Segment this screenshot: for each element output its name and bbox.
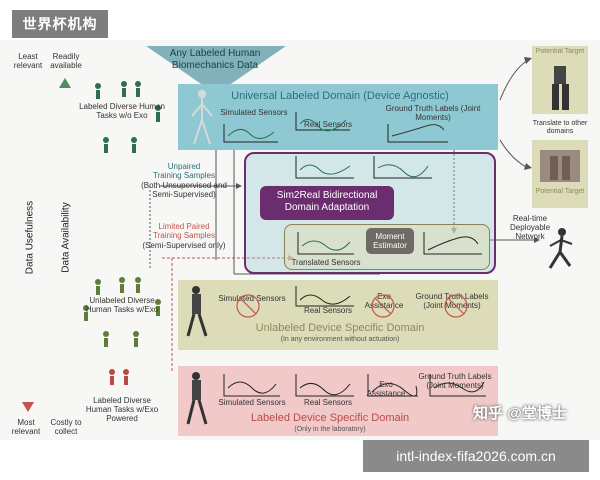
- labeled-specific-subtitle: (Only in the laboratory): [294, 426, 366, 433]
- funnel-label: Any Labeled Human Biomechanics Data: [169, 48, 261, 71]
- labeled-exo-label: Exo Assistance: [366, 380, 406, 398]
- runner-figure-icon: [548, 228, 573, 269]
- unlabeled-subtitle: (In any environment without actuation): [280, 336, 400, 343]
- exo-figure-bot-icon: [540, 150, 580, 182]
- limited-line2: Training Samples: [153, 231, 215, 240]
- labeled-specific-title: Labeled Device Specific Domain: [250, 412, 410, 424]
- labeled-specific-signal-plots: [223, 374, 486, 397]
- sim2real-label: Sim2Real Bidirectional Domain Adaptation: [276, 190, 378, 213]
- target-mid-label: Translate to other domains: [532, 120, 588, 135]
- limited-line3: (Semi-Supervised only): [142, 241, 226, 250]
- labeled-simulated-label: Simulated Sensors: [218, 398, 286, 407]
- figure-icons-top: [95, 81, 161, 153]
- adaptation-signal-plots: [295, 156, 432, 179]
- data-funnel: [146, 46, 286, 90]
- availability-bottom-label: Costly to collect: [50, 418, 82, 436]
- universal-simulated-label: Simulated Sensors: [220, 108, 288, 117]
- moment-estimator-label: Moment Estimator: [373, 232, 407, 250]
- unlabeled-exo-label: Exo Assistance: [364, 292, 404, 310]
- zhihu-watermark: 知乎 @堂博士: [473, 405, 567, 422]
- labeled-real-label: Real Sensors: [303, 398, 353, 407]
- url-banner: intl-index-fifa2026.com.cn: [363, 440, 589, 472]
- labeled-specific-domain-panel: [178, 366, 498, 436]
- sim2real-box: [260, 186, 394, 220]
- skeleton-figure-icon: [191, 90, 213, 145]
- universal-signal-plots: [223, 112, 448, 143]
- translated-label: Translated Sensors: [291, 258, 361, 267]
- usefulness-bottom-label: Most relevant: [11, 418, 41, 436]
- realtime-label: Real-time Deployable Network: [509, 214, 551, 241]
- figure-icons-mid: [83, 277, 161, 347]
- availability-top-label: Readily available: [50, 52, 82, 70]
- dataset-mid-label: Unlabeled Diverse Human Tasks w/Exo: [85, 296, 159, 314]
- translated-signal-plots: [297, 232, 482, 255]
- figure-icons-bot: [109, 369, 129, 385]
- moment-estimator-box: [366, 228, 414, 254]
- unlabeled-title: Unlabeled Device Specific Domain: [255, 322, 425, 334]
- exo-figure-top-icon: [552, 66, 569, 110]
- unpaired-line3: (Both Unsupervised and Semi-Supervised): [141, 181, 227, 199]
- unlabeled-signal-plots: [236, 286, 468, 318]
- unlabeled-simulated-label: Simulated Sensors: [218, 294, 286, 303]
- unlabeled-ground-truth-label: Ground Truth Labels (Joint Moments): [415, 292, 489, 310]
- universal-real-label: Real Sensors: [303, 120, 353, 129]
- unpaired-line1: Unpaired: [167, 162, 201, 171]
- usefulness-top-label: Least relevant: [13, 52, 43, 70]
- unlabeled-real-label: Real Sensors: [303, 306, 353, 315]
- universal-domain-panel: [178, 84, 498, 150]
- unlabeled-domain-panel: [178, 280, 498, 350]
- labeled-exo-figure-icon: [186, 372, 208, 425]
- dataset-bot-label: Labeled Diverse Human Tasks w/Exo Powere…: [85, 396, 159, 423]
- labeled-ground-truth-label: Ground Truth Labels (Joint Moments): [418, 372, 492, 390]
- dataset-top-label: Labeled Diverse Human Tasks w/o Exo: [79, 102, 165, 120]
- limited-line1: Limited Paired: [158, 222, 210, 231]
- unpaired-line2: Training Samples: [153, 171, 215, 180]
- target-top-label: Potential Target: [535, 48, 585, 55]
- watermark-badge: 世界杯机构: [12, 10, 108, 38]
- target-bot-label: Potential Target: [535, 188, 585, 195]
- unlabeled-exo-figure-icon: [186, 286, 208, 337]
- universal-title: Universal Labeled Domain (Device Agnosti…: [231, 90, 449, 102]
- universal-ground-truth-label: Ground Truth Labels (Joint Moments): [385, 104, 481, 122]
